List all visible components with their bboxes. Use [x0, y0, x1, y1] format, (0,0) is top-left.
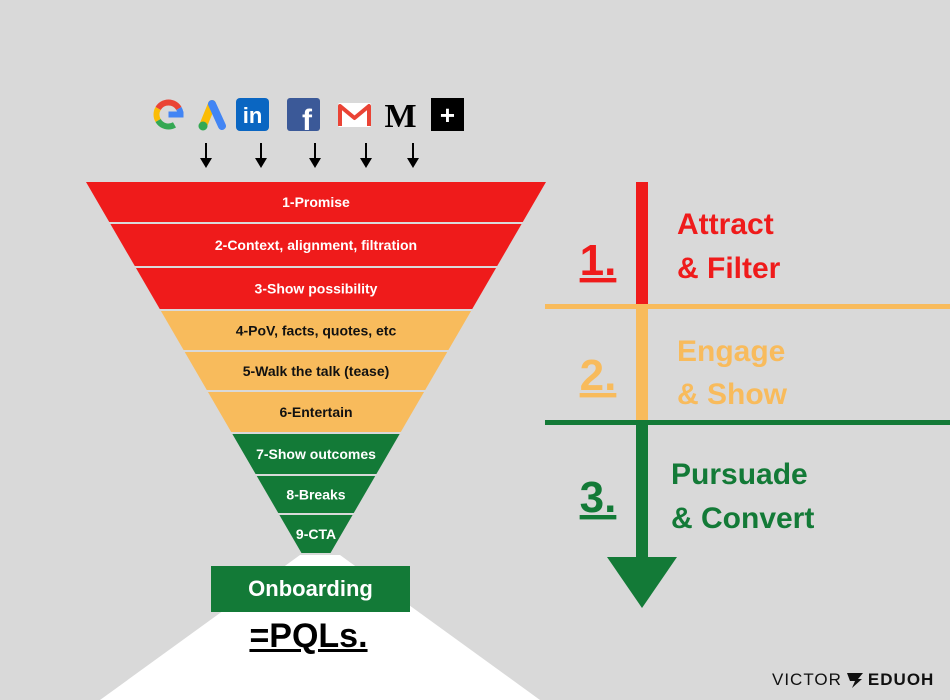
brand-logo: VICTOR EDUOH	[772, 668, 934, 692]
funnel-step-label: 3-Show possibility	[255, 281, 378, 297]
spotlight-cone	[100, 555, 540, 700]
funnel-step: 6-Entertain	[207, 392, 425, 432]
stage-divider	[545, 420, 950, 425]
down-arrow-icon	[255, 143, 267, 168]
funnel-step-band	[160, 311, 472, 350]
stage-number: 3.	[580, 473, 617, 522]
stage-3-bar	[636, 422, 648, 560]
funnel-step-label: 6-Entertain	[279, 404, 352, 420]
facebook-icon: f	[287, 98, 320, 137]
funnel-step-band	[184, 352, 448, 390]
stage-title-line1: Attract	[677, 208, 774, 241]
stage-number: 1.	[580, 236, 617, 285]
stage-number: 2.	[580, 351, 617, 400]
stage-3: 3. Pursuade & Convert	[580, 458, 815, 535]
funnel-step-label: 9-CTA	[296, 526, 336, 542]
funnel-step: 8-Breaks	[256, 476, 376, 513]
funnel-step-band	[207, 392, 425, 432]
brand-second: EDUOH	[867, 670, 935, 689]
svg-text:M: M	[384, 98, 416, 135]
google-ads-icon	[198, 100, 226, 131]
funnel-step-band	[86, 182, 546, 222]
funnel-step-label: 1-Promise	[282, 194, 350, 210]
stage-title-line2: & Show	[677, 378, 788, 411]
funnel-step: 2-Context, alignment, filtration	[110, 224, 522, 266]
brand-first: VICTOR	[772, 670, 842, 689]
stage-2: 2. Engage & Show	[580, 335, 788, 411]
stage-divider	[545, 304, 950, 309]
down-arrow-icon	[309, 143, 321, 168]
funnel-step-label: 7-Show outcomes	[256, 446, 376, 462]
funnel-step: 5-Walk the talk (tease)	[184, 352, 448, 390]
stage-title-line1: Pursuade	[671, 458, 808, 491]
pqls-label: =PQLs.	[249, 617, 368, 655]
funnel-step-label: 5-Walk the talk (tease)	[243, 363, 390, 379]
funnel-step: 3-Show possibility	[135, 268, 497, 309]
stage-title-line2: & Filter	[677, 252, 781, 285]
down-arrow-icon	[407, 143, 419, 168]
funnel-step-band	[110, 224, 522, 266]
funnel-step-band	[279, 515, 353, 553]
funnel-step-band	[256, 476, 376, 513]
gmail-icon	[338, 103, 371, 127]
funnel-step-band	[135, 268, 497, 309]
google-icon	[153, 99, 184, 130]
medium-icon: M	[384, 98, 416, 135]
svg-text:+: +	[440, 100, 455, 130]
funnel-step: 7-Show outcomes	[232, 434, 400, 474]
stage-title-line1: Engage	[677, 335, 785, 368]
svg-text:f: f	[302, 104, 313, 137]
plus-icon: +	[431, 98, 464, 131]
linkedin-icon: in	[236, 98, 269, 131]
funnel-step: 1-Promise	[86, 182, 546, 222]
stage-1-bar	[636, 182, 648, 306]
stage-title-line2: & Convert	[671, 502, 814, 535]
funnel-step-band	[232, 434, 400, 474]
funnel-step-label: 4-PoV, facts, quotes, etc	[236, 323, 397, 339]
stage-1: 1. Attract & Filter	[580, 208, 781, 285]
onboarding-box: Onboarding	[211, 566, 410, 612]
down-arrow-icon	[360, 143, 372, 168]
brand-mark-icon	[846, 673, 863, 688]
svg-text:in: in	[243, 103, 263, 128]
funnel-step-label: 2-Context, alignment, filtration	[215, 237, 417, 253]
funnel-step-label: 8-Breaks	[286, 487, 345, 503]
funnel-step: 9-CTA	[279, 515, 353, 553]
funnel-step: 4-PoV, facts, quotes, etc	[160, 311, 472, 350]
down-arrow-icon	[200, 143, 212, 168]
down-arrow-head-icon	[607, 557, 677, 608]
stage-2-bar	[636, 306, 648, 422]
